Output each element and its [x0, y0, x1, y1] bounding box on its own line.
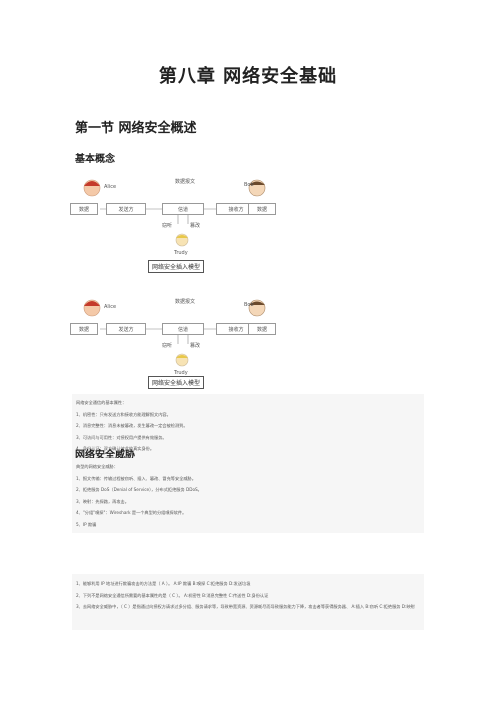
security-model-diagram-2: Alice Bob 数据报文 数据 发送方 信道 接收方 数据 窃听 篡改 Tr…: [70, 292, 280, 402]
diagram-caption: 网络安全插入模型: [148, 376, 205, 389]
subsection-threats: 网络安全威胁: [75, 450, 135, 461]
eavesdrop-label: 窃听: [162, 343, 173, 349]
diagram-lines: [83, 179, 266, 247]
question-item: 1、能够利用 IP 地址进行欺骗攻击的方法是（ A ）。 A:IP 欺骗 B:嗅…: [76, 581, 251, 586]
data-box-left: 数据: [70, 323, 98, 335]
channel-box: 信道: [162, 323, 204, 335]
data-box-left: 数据: [70, 203, 98, 215]
question-item: 2、下列不是网络安全通信所需要的基本属性的是（ C ）。 A:机密性 B:消息完…: [76, 592, 269, 598]
security-model-diagram-1: Alice Bob 数据报文 数据 发送方 信道 接收方 数据 窃听 篡改 Tr…: [70, 172, 280, 282]
threats-list: 典型的网络安全威胁： 1、报文传输：传输过程被窃听、插入、篡改、冒充等安全威胁。…: [72, 458, 424, 533]
threats-intro: 典型的网络安全威胁：: [76, 464, 118, 469]
alice-label: Alice: [104, 184, 117, 190]
trudy-label: Trudy: [174, 370, 188, 376]
question-item: 3、去网络安全威胁中，（ C ）是指通过向授权方请求过多分组、服务请求等，导致带…: [76, 604, 415, 609]
chapter-title: 第八章 网络安全基础: [158, 66, 338, 87]
data-exchange-label: 数据报文: [175, 299, 196, 305]
list-item: 1、报文传输：传输过程被窃听、插入、篡改、冒充等安全威胁。: [76, 475, 196, 481]
list-item: 5、IP 欺骗: [76, 521, 97, 527]
diagram-lines: [83, 299, 266, 367]
sender-box: 发送方: [106, 203, 146, 215]
list-item: 2、拒绝服务 DoS（Denial of Service），分布式拒绝服务 DD…: [76, 487, 202, 492]
list-item: 4、"分组"嗅探"：Wireshark 是一个典型的分组嗅探软件。: [76, 510, 187, 515]
list-item: 3、可访问与可用性：对授权用户提供有效服务。: [76, 434, 167, 440]
list-item: 3、映射：先探路，再攻击。: [76, 498, 129, 504]
channel-box: 信道: [162, 203, 204, 215]
list-item: 2、消息完整性：消息未被篡改，发生篡改一定会被检测到。: [76, 423, 188, 428]
tamper-label: 篡改: [190, 223, 201, 229]
tamper-label: 篡改: [190, 343, 201, 349]
bob-label: Bob: [244, 182, 254, 188]
bob-label: Bob: [244, 302, 254, 308]
section-title: 第一节 网络安全概述: [75, 121, 197, 136]
subsection-basic-concepts: 基本概念: [75, 154, 115, 165]
trudy-label: Trudy: [174, 250, 188, 256]
sender-box: 发送方: [106, 323, 146, 335]
properties-intro: 网络安全通信的基本属性：: [76, 400, 127, 405]
data-exchange-label: 数据报文: [175, 179, 196, 185]
receiver-box: 接收方: [216, 203, 256, 215]
list-item: 4、身份认证：双方确认彼此的真实身份。: [76, 446, 155, 451]
security-properties-list: 网络安全通信的基本属性： 1、机密性：只有发送方和接收方能理解报文内容。 2、消…: [72, 394, 424, 458]
eavesdrop-label: 窃听: [162, 223, 173, 229]
list-item: 1、机密性：只有发送方和接收方能理解报文内容。: [76, 411, 171, 417]
diagram-caption: 网络安全插入模型: [148, 260, 205, 273]
alice-label: Alice: [104, 304, 117, 310]
data-box-right: 数据: [248, 203, 276, 215]
data-box-right: 数据: [248, 323, 276, 335]
practice-questions: 1、能够利用 IP 地址进行欺骗攻击的方法是（ A ）。 A:IP 欺骗 B:嗅…: [72, 574, 424, 630]
